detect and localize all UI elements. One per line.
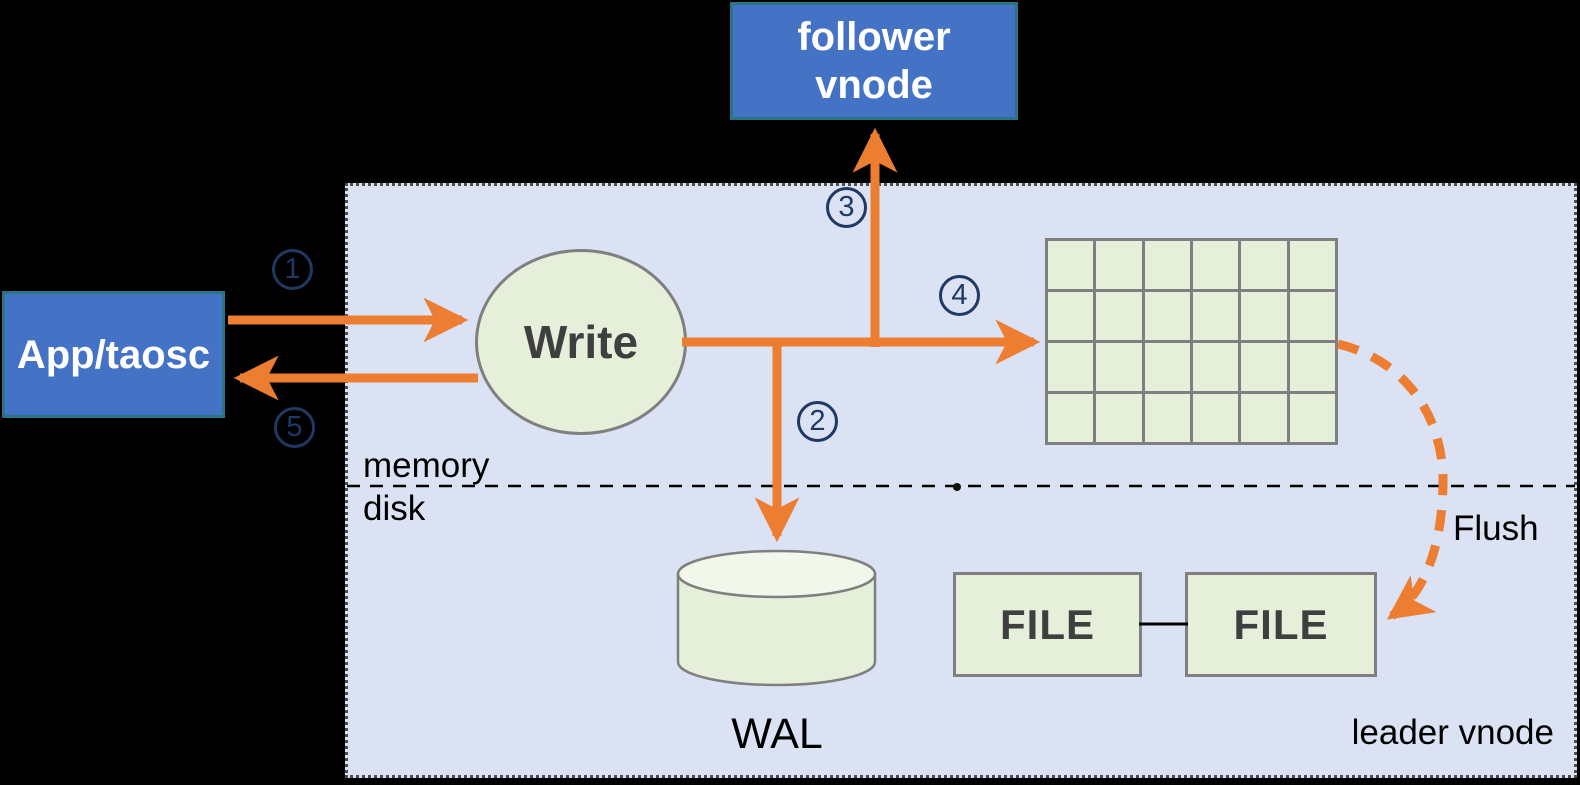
mem-table-cell — [1289, 343, 1335, 391]
file-box-2: FILE — [1185, 572, 1377, 677]
disk-zone-label: disk — [363, 489, 426, 528]
step-4-number: 4 — [951, 279, 968, 311]
step-2-number: 2 — [809, 405, 826, 437]
mem-table-cell — [1192, 394, 1239, 442]
mem-table-cell — [1144, 292, 1190, 340]
flush-label: Flush — [1453, 509, 1539, 548]
mem-table-cell — [1241, 343, 1287, 391]
mem-table-cell — [1048, 241, 1094, 289]
write-node: Write — [475, 249, 687, 435]
mem-table-cell — [1096, 343, 1142, 391]
file-box-1: FILE — [953, 572, 1142, 677]
mem-table-cell — [1048, 394, 1094, 442]
mem-table-cell — [1144, 343, 1190, 391]
mem-table-cell — [1096, 241, 1142, 289]
write-label: Write — [523, 316, 639, 368]
follower-vnode-box: follower vnode — [730, 2, 1018, 120]
mem-table-cell — [1144, 394, 1190, 442]
app-taosc-box: App/taosc — [2, 291, 225, 418]
step-3-badge: 3 — [826, 187, 867, 228]
mem-table-cell — [1048, 343, 1094, 391]
step-3-number: 3 — [838, 191, 855, 223]
step-5-badge: 5 — [274, 407, 315, 448]
mem-table-cell — [1241, 241, 1287, 289]
mem-table-cell — [1096, 292, 1142, 340]
file-box-2-label: FILE — [1233, 600, 1329, 648]
wal-label: WAL — [731, 710, 823, 758]
step-1-number: 1 — [284, 253, 301, 285]
mem-table-cell — [1192, 343, 1239, 391]
mem-table-cell — [1241, 292, 1287, 340]
step-4-badge: 4 — [939, 275, 980, 316]
mem-table — [1045, 238, 1338, 445]
follower-vnode-label: follower vnode — [797, 15, 951, 107]
mem-table-cell — [1192, 292, 1239, 340]
mem-table-cell — [1289, 394, 1335, 442]
app-taosc-label: App/taosc — [16, 332, 211, 377]
memory-zone-label: memory — [363, 446, 490, 485]
file-box-1-label: FILE — [1000, 600, 1095, 648]
step-2-badge: 2 — [797, 401, 838, 442]
mem-table-cell — [1289, 292, 1335, 340]
mem-table-cell — [1192, 241, 1239, 289]
leader-vnode-label: leader vnode — [1351, 713, 1554, 752]
step-1-badge: 1 — [272, 249, 313, 290]
mem-table-cell — [1289, 241, 1335, 289]
step-5-number: 5 — [286, 411, 303, 443]
mem-table-cell — [1048, 292, 1094, 340]
mem-table-cell — [1144, 241, 1190, 289]
mem-table-cell — [1096, 394, 1142, 442]
mem-table-cell — [1241, 394, 1287, 442]
